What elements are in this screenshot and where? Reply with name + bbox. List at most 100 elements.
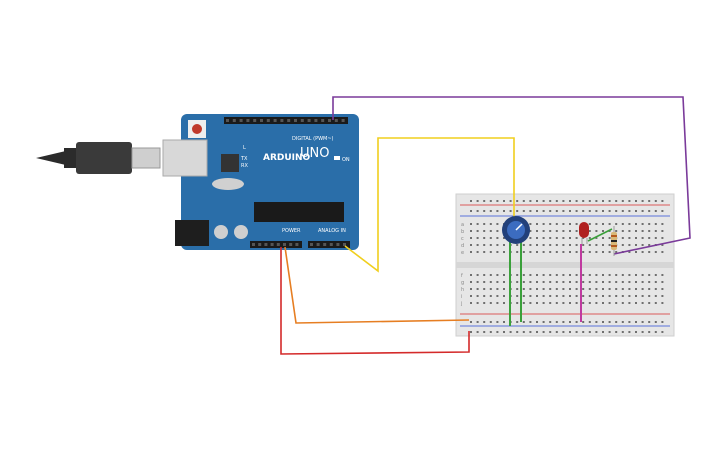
breadboard-hole[interactable]: [648, 230, 651, 232]
breadboard-hole[interactable]: [641, 281, 644, 283]
breadboard-hole[interactable]: [536, 295, 538, 297]
breadboard-hole[interactable]: [635, 281, 637, 283]
breadboard-hole[interactable]: [555, 321, 558, 323]
breadboard-hole[interactable]: [536, 200, 538, 202]
breadboard-hole[interactable]: [608, 288, 611, 290]
breadboard-hole[interactable]: [635, 210, 637, 212]
power-pin[interactable]: [295, 243, 299, 246]
breadboard-hole[interactable]: [555, 223, 558, 225]
breadboard-hole[interactable]: [582, 237, 585, 239]
breadboard-hole[interactable]: [529, 200, 532, 202]
breadboard-hole[interactable]: [555, 302, 558, 304]
potentiometer[interactable]: [502, 216, 530, 244]
breadboard-hole[interactable]: [575, 237, 578, 239]
analog-pin[interactable]: [336, 243, 340, 246]
breadboard-hole[interactable]: [542, 244, 545, 246]
breadboard-hole[interactable]: [496, 302, 499, 304]
breadboard-hole[interactable]: [542, 288, 545, 290]
breadboard-hole[interactable]: [555, 281, 558, 283]
breadboard-hole[interactable]: [489, 230, 492, 232]
breadboard-hole[interactable]: [608, 251, 611, 253]
breadboard-hole[interactable]: [503, 331, 505, 333]
breadboard-hole[interactable]: [654, 295, 657, 297]
breadboard-hole[interactable]: [602, 223, 604, 225]
resistor[interactable]: [611, 226, 617, 256]
breadboard-hole[interactable]: [483, 331, 486, 333]
breadboard-hole[interactable]: [621, 230, 624, 232]
breadboard-hole[interactable]: [569, 281, 571, 283]
breadboard-hole[interactable]: [476, 274, 479, 276]
breadboard-hole[interactable]: [588, 223, 591, 225]
breadboard-hole[interactable]: [621, 244, 624, 246]
breadboard-hole[interactable]: [628, 210, 631, 212]
breadboard-hole[interactable]: [602, 230, 604, 232]
breadboard-hole[interactable]: [496, 223, 499, 225]
breadboard-hole[interactable]: [562, 331, 565, 333]
breadboard-hole[interactable]: [628, 223, 631, 225]
wire-orange[interactable]: [284, 246, 470, 324]
reset-button[interactable]: [192, 124, 202, 134]
breadboard-hole[interactable]: [595, 288, 598, 290]
breadboard-hole[interactable]: [602, 288, 604, 290]
breadboard-hole[interactable]: [575, 230, 578, 232]
breadboard-hole[interactable]: [648, 281, 651, 283]
breadboard-hole[interactable]: [621, 210, 624, 212]
breadboard-hole[interactable]: [588, 331, 591, 333]
breadboard-hole[interactable]: [621, 237, 624, 239]
breadboard-hole[interactable]: [522, 210, 525, 212]
breadboard-hole[interactable]: [516, 251, 519, 253]
breadboard-hole[interactable]: [496, 230, 499, 232]
breadboard-hole[interactable]: [542, 281, 545, 283]
breadboard-hole[interactable]: [615, 200, 618, 202]
breadboard-hole[interactable]: [648, 251, 651, 253]
breadboard-hole[interactable]: [575, 281, 578, 283]
breadboard-hole[interactable]: [648, 331, 651, 333]
breadboard-hole[interactable]: [569, 237, 571, 239]
breadboard-hole[interactable]: [496, 244, 499, 246]
breadboard-hole[interactable]: [608, 321, 611, 323]
breadboard-hole[interactable]: [661, 223, 664, 225]
breadboard-hole[interactable]: [621, 331, 624, 333]
breadboard-hole[interactable]: [635, 274, 637, 276]
analog-pin[interactable]: [316, 243, 320, 246]
breadboard-hole[interactable]: [602, 295, 604, 297]
breadboard-hole[interactable]: [555, 230, 558, 232]
breadboard-hole[interactable]: [549, 237, 552, 239]
breadboard-hole[interactable]: [575, 223, 578, 225]
breadboard-hole[interactable]: [648, 274, 651, 276]
breadboard-hole[interactable]: [621, 288, 624, 290]
wire-red[interactable]: [280, 247, 470, 355]
breadboard-hole[interactable]: [654, 281, 657, 283]
breadboard-hole[interactable]: [641, 274, 644, 276]
breadboard-hole[interactable]: [529, 223, 532, 225]
breadboard-hole[interactable]: [470, 302, 472, 304]
breadboard-hole[interactable]: [588, 251, 591, 253]
wire-yellow[interactable]: [344, 137, 515, 273]
breadboard-hole[interactable]: [588, 288, 591, 290]
breadboard-hole[interactable]: [608, 274, 611, 276]
digital-pin[interactable]: [328, 119, 331, 122]
breadboard-hole[interactable]: [641, 230, 644, 232]
breadboard-hole[interactable]: [608, 237, 611, 239]
breadboard-hole[interactable]: [582, 321, 585, 323]
breadboard-hole[interactable]: [542, 200, 545, 202]
digital-pin[interactable]: [300, 119, 304, 122]
breadboard-hole[interactable]: [555, 288, 558, 290]
breadboard-hole[interactable]: [595, 331, 598, 333]
breadboard-hole[interactable]: [483, 244, 486, 246]
breadboard-hole[interactable]: [562, 210, 565, 212]
breadboard-hole[interactable]: [654, 223, 657, 225]
breadboard-hole[interactable]: [602, 321, 604, 323]
breadboard-hole[interactable]: [569, 274, 571, 276]
breadboard-hole[interactable]: [522, 288, 525, 290]
breadboard-hole[interactable]: [470, 274, 472, 276]
breadboard-hole[interactable]: [635, 288, 637, 290]
breadboard-hole[interactable]: [654, 274, 657, 276]
breadboard-hole[interactable]: [661, 251, 664, 253]
breadboard-hole[interactable]: [496, 295, 499, 297]
breadboard-hole[interactable]: [522, 281, 525, 283]
breadboard-hole[interactable]: [582, 281, 585, 283]
breadboard-hole[interactable]: [641, 200, 644, 202]
breadboard-hole[interactable]: [555, 244, 558, 246]
breadboard-hole[interactable]: [615, 288, 618, 290]
